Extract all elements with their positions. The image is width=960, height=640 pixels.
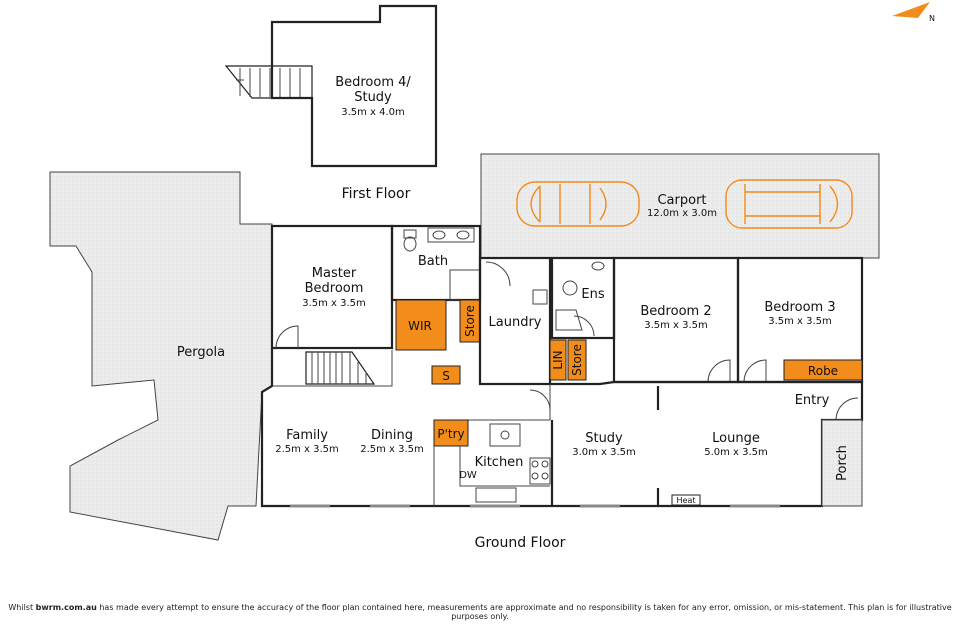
wir-room — [395, 299, 447, 351]
first-floor-stair — [224, 65, 313, 99]
pantry-room — [433, 419, 469, 447]
master-dimensions: 3.5m x 3.5m — [302, 298, 366, 309]
master-name-line2: Bedroom — [305, 281, 364, 296]
robe-name: Robe — [808, 364, 838, 378]
ground-floor: Master Bedroom 3.5m x 3.5m Bath WIR Stor… — [260, 224, 864, 551]
ground-floor-stair — [305, 351, 376, 385]
bedroom4-dimensions: 3.5m x 4.0m — [341, 107, 405, 118]
s-name: S — [442, 369, 450, 383]
bath-name: Bath — [418, 254, 448, 269]
disclaimer-brand-link[interactable]: bwrm.com.au — [35, 603, 97, 612]
heater — [671, 494, 701, 506]
s-room — [431, 365, 461, 385]
bedroom3-dimensions: 3.5m x 3.5m — [768, 316, 832, 327]
dining-name: Dining — [371, 428, 413, 443]
kitchen-name: Kitchen — [475, 455, 524, 470]
family-dimensions: 2.5m x 3.5m — [275, 444, 339, 455]
pergola-name: Pergola — [177, 345, 225, 360]
store2-name: Store — [570, 344, 584, 376]
bedroom4-name-line1: Bedroom 4/ — [335, 75, 411, 90]
bedroom2-dimensions: 3.5m x 3.5m — [644, 320, 708, 331]
lin-room — [549, 339, 567, 381]
bedroom4-room — [270, 4, 438, 168]
car-icon — [516, 181, 640, 227]
carport: Carport 12.0m x 3.0m — [480, 153, 880, 259]
bedroom4-name-line2: Study — [354, 90, 392, 105]
first-floor-label: First Floor — [342, 186, 411, 202]
lin-name: LIN — [551, 350, 565, 369]
bedroom3-name: Bedroom 3 — [764, 300, 835, 315]
store1-name: Store — [463, 305, 477, 337]
dw-label: DW — [459, 470, 477, 481]
carport-dimensions: 12.0m x 3.0m — [647, 208, 717, 219]
laundry-room — [478, 256, 552, 386]
study-dimensions: 3.0m x 3.5m — [572, 447, 636, 458]
wir-name: WIR — [408, 319, 432, 333]
compass-label: N — [929, 14, 935, 23]
store2-room — [567, 339, 587, 381]
disclaimer-prefix: Whilst — [8, 603, 36, 612]
study-name: Study — [585, 431, 623, 446]
pergola: Pergola — [49, 171, 273, 541]
laundry-name: Laundry — [489, 315, 542, 330]
family-name: Family — [286, 428, 328, 443]
porch-name: Porch — [835, 445, 850, 481]
carport-name: Carport — [657, 193, 706, 208]
disclaimer-text: has made every attempt to ensure the acc… — [96, 603, 952, 621]
disclaimer: Whilst bwrm.com.au has made every attemp… — [0, 603, 960, 621]
dining-dimensions: 2.5m x 3.5m — [360, 444, 424, 455]
entry-name: Entry — [795, 393, 830, 408]
ground-floor-label: Ground Floor — [475, 535, 566, 551]
bedroom2-name: Bedroom 2 — [640, 304, 711, 319]
lounge-name: Lounge — [712, 431, 760, 446]
north-arrow-icon: N — [892, 2, 935, 23]
robe-room — [783, 359, 863, 381]
pantry-name: P'try — [437, 427, 464, 441]
master-name-line1: Master — [312, 266, 357, 281]
car-icon-2 — [725, 179, 853, 229]
heat-label: Heat — [677, 496, 696, 505]
porch-area — [821, 419, 863, 507]
lounge-dimensions: 5.0m x 3.5m — [704, 447, 768, 458]
ens-name: Ens — [581, 287, 604, 302]
first-floor: Bedroom 4/ Study 3.5m x 4.0m First Floor — [224, 4, 438, 202]
